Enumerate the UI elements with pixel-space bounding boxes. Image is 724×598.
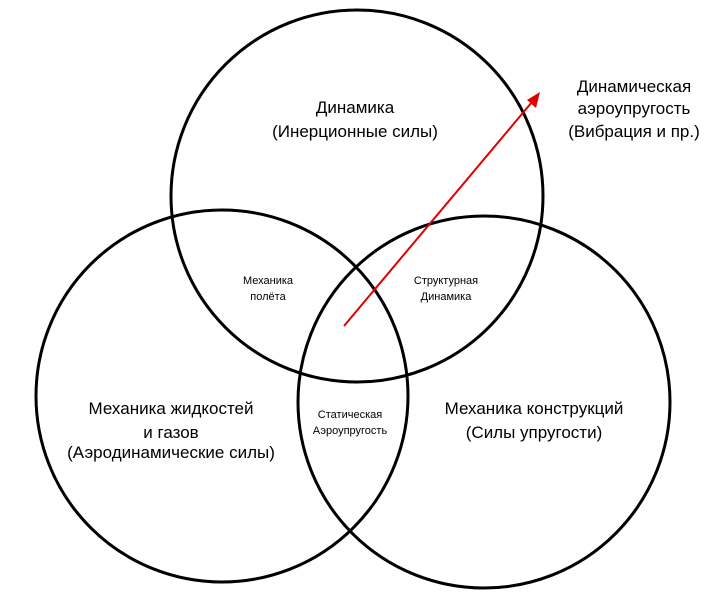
fluid-mechanics-title-line2: и газов [143, 423, 198, 442]
fluid-mechanics-circle [34, 208, 410, 584]
dynamic-aeroelasticity-arrow [343, 101, 533, 327]
structural-dynamics-line2: Динамика [421, 291, 473, 303]
dynamics-subtitle: (Инерционные силы) [272, 122, 438, 141]
fluid-mechanics-title-line1: Механика жидкостей [89, 399, 254, 418]
structural-mechanics-circle [296, 214, 672, 590]
structural-mechanics-subtitle: (Силы упругости) [466, 423, 603, 442]
flight-mechanics-line2: полёта [250, 291, 286, 303]
dynamics-circle [169, 8, 545, 384]
fluid-mechanics-subtitle: (Аэродинамические силы) [67, 443, 275, 462]
structural-mechanics-title: Механика конструкций [445, 399, 624, 418]
static-aeroelasticity-line1: Статическая [318, 409, 382, 421]
flight-mechanics-line1: Механика [243, 275, 294, 287]
static-aeroelasticity-line2: Аэроупругость [313, 425, 388, 437]
arrow-label-line2: аэроупругость [578, 99, 691, 118]
arrow-head-icon [527, 92, 540, 108]
structural-dynamics-line1: Структурная [414, 275, 478, 287]
arrow-label-line1: Динамическая [577, 77, 691, 96]
dynamics-title: Динамика [316, 98, 395, 117]
arrow-label-line3: (Вибрация и пр.) [568, 122, 700, 141]
